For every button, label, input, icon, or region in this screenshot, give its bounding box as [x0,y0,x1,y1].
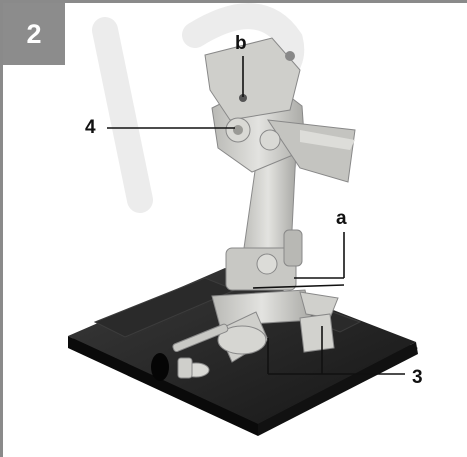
vise-assembly [172,289,339,379]
callout-label-a: a [336,208,347,229]
figure-number-badge: 2 [3,3,65,65]
callout-label-b: b [235,33,247,54]
callout-label-4: 4 [85,117,96,138]
callout-lines [107,56,405,375]
support-column [225,149,303,291]
grinder-mount [204,37,356,183]
leader-a-3 [252,284,345,289]
callout-label-3: 3 [412,367,423,388]
